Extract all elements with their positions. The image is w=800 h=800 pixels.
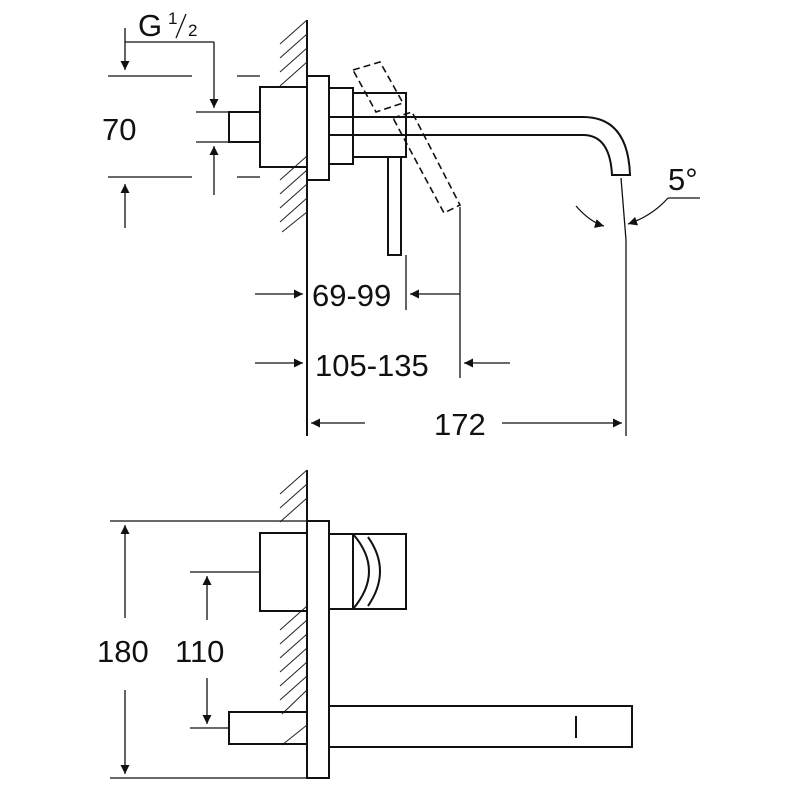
front-view: 180 110 [97,469,633,779]
handle-range-dashed [351,61,462,215]
side-view: G 1 2 70 5° 69-99 [102,8,700,442]
wall-distance-dimension: 105-135 [255,348,510,383]
total-height-label: 180 [97,634,149,669]
center-distance-dimension: 110 [175,571,260,729]
wall-top [279,19,308,233]
total-height-dimension: 180 [97,520,307,779]
thread-label: G [138,8,162,43]
spout-front [228,705,633,748]
rosette-height-dimension: 70 [102,112,260,228]
thread-numerator: 1 [168,9,177,28]
angle-dimension: 5° [575,162,700,241]
valve-body-front [259,520,407,779]
thread-dimension: G 1 2 [108,8,260,195]
spout-top [329,116,632,176]
angle-label: 5° [668,162,698,197]
handle-top [352,92,407,256]
spout-projection-label: 172 [434,407,486,442]
handle-projection-dimension: 69-99 [255,207,461,378]
thread-denominator: 2 [188,21,197,40]
rosette-height-label: 70 [102,112,136,147]
valve-body-top [228,75,354,181]
spout-projection-dimension: 172 [306,232,627,442]
handle-projection-label: 69-99 [312,278,391,313]
wall-distance-label: 105-135 [315,348,429,383]
center-distance-label: 110 [175,634,224,669]
